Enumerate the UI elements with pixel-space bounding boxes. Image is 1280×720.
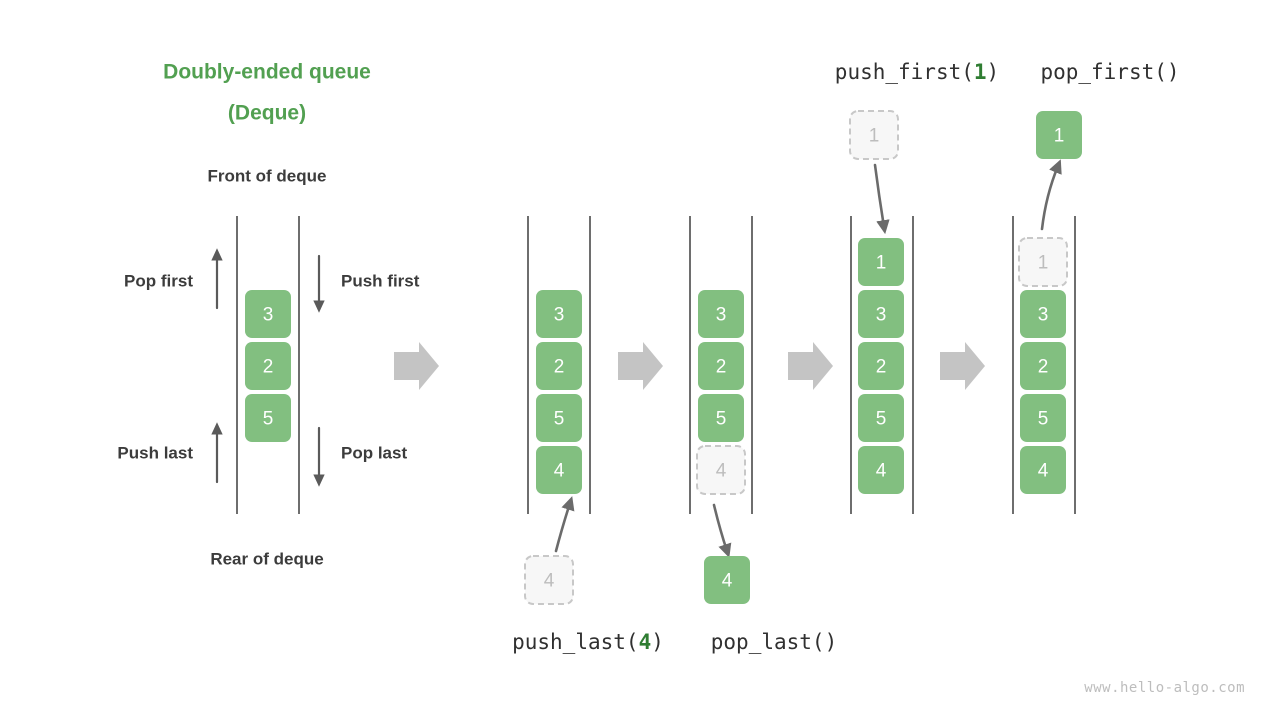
pop-first-flow-arrow [1040,159,1062,231]
cell-value: 4 [1038,461,1049,482]
cell-value: 5 [263,409,274,430]
cell-push-last-0: 3 [536,290,582,338]
front-of-deque-label: Front of deque [208,166,327,185]
cell-pop-first-1: 3 [1020,290,1066,338]
push-first-operation-label: push_first(1) [835,60,999,84]
cell-value: 1 [1054,126,1065,147]
column-overview: 3 2 5 Pop first Push first Push last Pop… [117,216,420,514]
cell-value: 5 [716,409,727,430]
cell-pop-last-output: 4 [704,556,750,604]
push-last-flow-arrow [554,496,575,553]
column-push-first: 1 3 2 5 4 1 [835,60,999,514]
op-close-paren: ) [1167,60,1180,84]
op-close-paren: ) [825,630,838,654]
cell-pop-first-2: 2 [1020,342,1066,390]
cell-push-first-1: 3 [858,290,904,338]
pop-last-operation-label: pop_last() [711,630,837,654]
push-first-label: Push first [341,271,420,290]
cell-push-first-2: 2 [858,342,904,390]
cell-value: 2 [263,357,274,378]
cell-pop-first-output: 1 [1036,111,1082,159]
cell-push-first-0: 1 [858,238,904,286]
cell-pop-last-1: 2 [698,342,744,390]
cell-value: 3 [1038,305,1049,326]
cell-value: 1 [876,253,887,274]
cell-value: 4 [876,461,887,482]
column-push-last: 3 2 5 4 4 [524,216,591,605]
ghost-cell-value: 4 [544,571,555,592]
push-last-label: Push last [117,443,193,462]
flow-arrow-1 [394,342,439,390]
op-arg: 4 [639,630,652,654]
cell-pop-first-4: 4 [1020,446,1066,494]
cell-value: 2 [716,357,727,378]
ghost-cell-value: 1 [869,126,880,147]
cell-value: 5 [1038,409,1049,430]
cell-overview-0: 3 [245,290,291,338]
rear-of-deque-label: Rear of deque [210,549,323,568]
cell-value: 4 [554,461,565,482]
op-close-paren: ) [651,630,664,654]
cell-pop-last-0: 3 [698,290,744,338]
cell-push-last-2: 5 [536,394,582,442]
flow-arrow-3 [788,342,833,390]
cell-push-first-4: 4 [858,446,904,494]
ghost-cell-value: 1 [1038,253,1049,274]
ghost-cell-push-first-input: 1 [849,110,899,160]
op-arg: 1 [974,60,987,84]
pop-first-operation-label: pop_first() [1040,60,1179,84]
op-name: pop_first [1040,60,1154,84]
pop-last-flow-arrow [712,503,732,558]
op-name: push_first [835,60,961,84]
pop-last-label: Pop last [341,443,407,462]
cell-value: 4 [722,571,733,592]
ghost-cell-push-last-input: 4 [524,555,574,605]
op-name: pop_last [711,630,812,654]
cell-overview-1: 2 [245,342,291,390]
ghost-cell-pop-first-0: 1 [1018,237,1068,287]
push-last-operation-label: push_last(4) [512,630,664,654]
op-open-paren: ( [812,630,825,654]
page-title-line1: Doubly-ended queue [163,61,371,84]
cell-push-last-1: 2 [536,342,582,390]
flow-arrow-4 [940,342,985,390]
flow-arrow-2 [618,342,663,390]
pop-first-label: Pop first [124,271,193,290]
cell-push-last-3: 4 [536,446,582,494]
cell-push-first-3: 5 [858,394,904,442]
cell-value: 2 [876,357,887,378]
cell-value: 5 [876,409,887,430]
cell-value: 5 [554,409,565,430]
op-open-paren: ( [1154,60,1167,84]
page-title-line2: (Deque) [228,102,306,125]
column-pop-last: 3 2 5 4 4 [689,216,753,604]
watermark-label: www.hello-algo.com [1084,680,1245,696]
cell-value: 2 [1038,357,1049,378]
op-open-paren: ( [961,60,974,84]
cell-value: 2 [554,357,565,378]
cell-value: 3 [263,305,274,326]
column-pop-first: 1 3 2 5 4 1 p [1012,60,1180,514]
cell-value: 3 [554,305,565,326]
op-name: push_last [512,630,626,654]
op-open-paren: ( [626,630,639,654]
cell-pop-first-3: 5 [1020,394,1066,442]
push-first-flow-arrow [873,163,890,235]
cell-value: 3 [716,305,727,326]
op-close-paren: ) [987,60,1000,84]
cell-overview-2: 5 [245,394,291,442]
cell-pop-last-2: 5 [698,394,744,442]
cell-value: 3 [876,305,887,326]
ghost-cell-value: 4 [716,461,727,482]
ghost-cell-pop-last-3: 4 [696,445,746,495]
